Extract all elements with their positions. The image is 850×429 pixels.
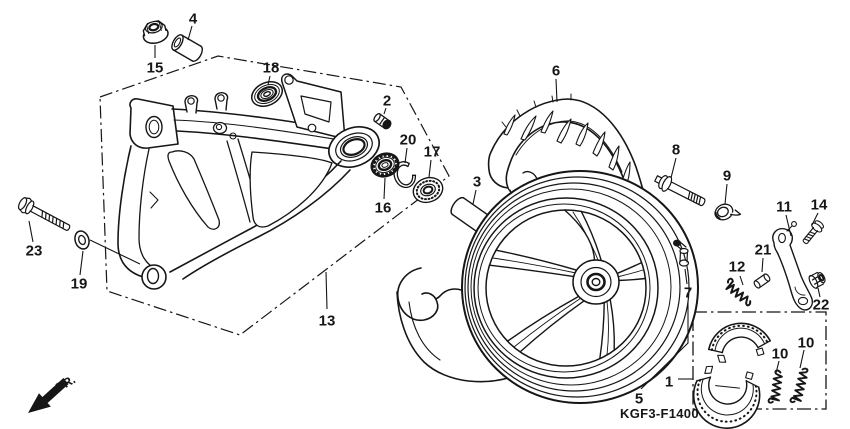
callout-leader-7: [684, 268, 688, 285]
callout-leader-10: [799, 349, 805, 369]
callout-part-1: 1: [665, 374, 673, 391]
callout-part-6: 6: [552, 63, 560, 80]
callout-leader-18: [267, 75, 271, 86]
callout-part-9: 9: [723, 168, 731, 185]
callout-leader-10: [775, 360, 780, 374]
callout-part-22: 22: [813, 297, 830, 314]
callout-leader-3: [472, 189, 477, 205]
fr-direction-arrow: FR.: [28, 372, 78, 413]
nut-22: [808, 271, 826, 289]
bearing-16: [370, 152, 400, 178]
callout-layer: 4 15 18 2 20 16 17 3 6 8 9 11 14 21 22 12 7 5 1 13 19 23 10 10: [26, 11, 830, 408]
callout-leader-5: [640, 301, 689, 390]
seal-17: [412, 176, 444, 204]
callout-part-15: 15: [147, 60, 164, 77]
callout-part-14: 14: [811, 197, 828, 214]
diagram-code: KGF3-F1400: [620, 406, 699, 421]
assembly-axis-line-0: [89, 239, 141, 265]
callout-part-4: 4: [189, 11, 198, 28]
callout-leader-8: [670, 157, 677, 179]
callout-leader-20: [404, 147, 408, 164]
callout-part-16: 16: [375, 200, 392, 217]
tire-valve-7: [672, 239, 690, 267]
callout-leader-6: [555, 78, 558, 103]
nut-15: [142, 20, 169, 44]
callout-part-20: 20: [400, 132, 417, 149]
axle-bolt-8: [654, 175, 706, 207]
callout-leader-22: [817, 287, 821, 298]
shoe-spring-right-10: [789, 367, 809, 404]
callout-part-13: 13: [319, 313, 336, 330]
swingarm-group-boundary-chainline: [99, 55, 450, 336]
callout-leader-12: [739, 275, 744, 286]
washer-19: [74, 230, 90, 250]
swingarm: [117, 73, 380, 290]
callout-part-23: 23: [26, 243, 43, 260]
callout-leader-13: [325, 271, 328, 310]
callout-leader-17: [428, 159, 432, 178]
callout-part-21: 21: [755, 242, 772, 259]
callout-leader-14: [811, 212, 819, 226]
brake-shoe-lower: [692, 365, 761, 429]
bolt-14: [802, 220, 825, 245]
callout-leader-2: [383, 107, 387, 115]
washer-cap-9: [714, 203, 742, 221]
brake-shoe-upper: [707, 322, 771, 363]
dust-seal-18: [250, 81, 284, 107]
callout-leader-19: [79, 250, 84, 276]
callout-leader-4: [187, 25, 193, 41]
grease-fitting-2: [373, 113, 392, 130]
callout-leader-9: [724, 183, 728, 205]
callout-leader-21: [761, 257, 764, 273]
collar-4: [171, 34, 203, 62]
bolt-23: [17, 197, 71, 231]
callout-part-11: 11: [776, 199, 792, 216]
callout-part-19: 19: [71, 276, 88, 293]
callout-leader-23: [28, 220, 34, 243]
spring-12: [725, 277, 752, 307]
callout-part-18: 18: [263, 60, 280, 77]
callout-leader-11: [785, 214, 792, 237]
brake-arm-11: [772, 221, 814, 311]
callout-part-8: 8: [672, 142, 680, 159]
callout-part-10: 10: [798, 335, 815, 352]
rear-wheel: [461, 170, 699, 404]
callout-part-10: 10: [772, 346, 789, 363]
callout-part-3: 3: [473, 174, 481, 191]
callout-part-2: 2: [383, 93, 391, 110]
callout-leader-16: [383, 177, 386, 200]
snap-ring-20: [393, 161, 417, 189]
callout-part-5: 5: [635, 391, 643, 408]
callout-part-12: 12: [729, 259, 746, 276]
pin-21: [753, 273, 771, 289]
callout-part-17: 17: [424, 144, 441, 161]
callout-part-7: 7: [684, 285, 692, 302]
